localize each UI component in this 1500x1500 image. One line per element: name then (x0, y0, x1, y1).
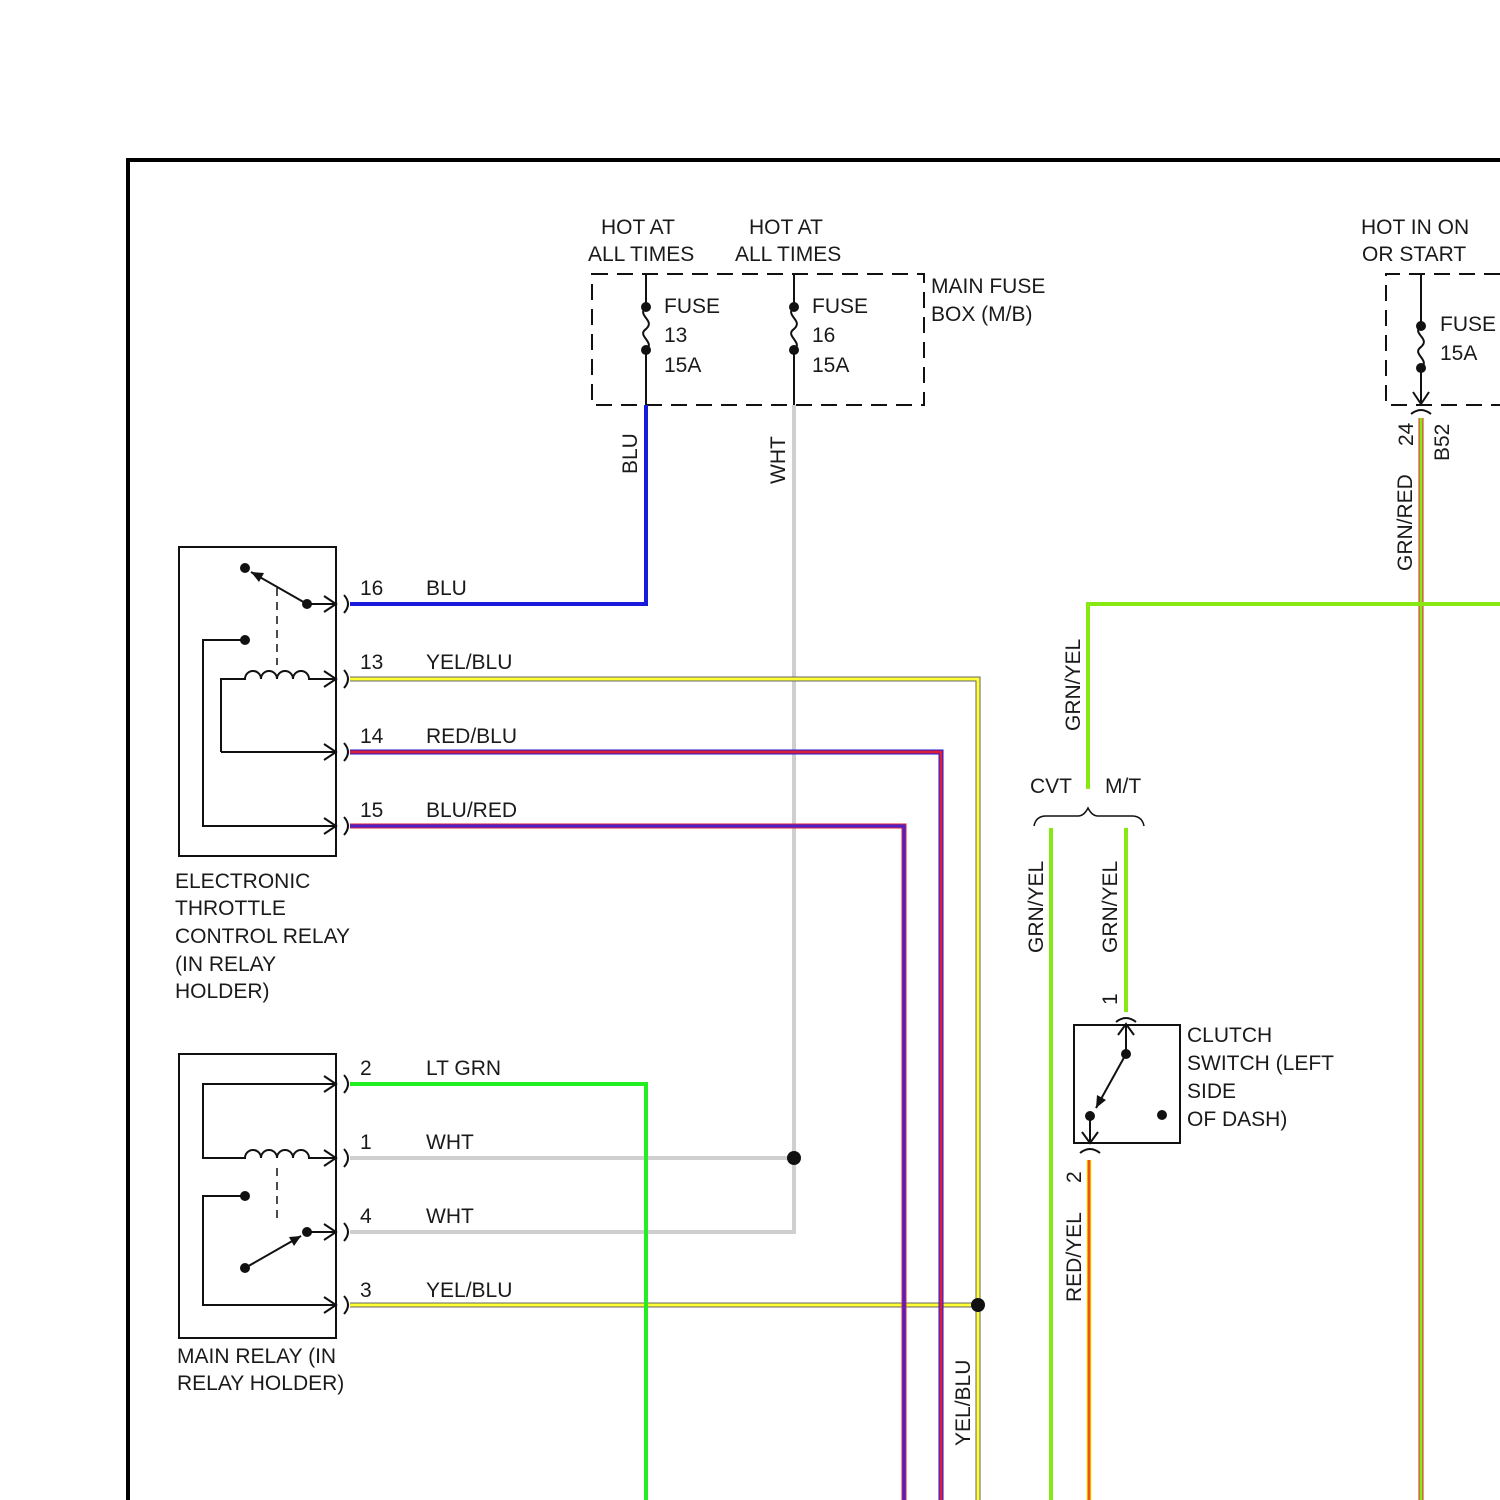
clutch-pin-2: 2 (1063, 1171, 1086, 1183)
clutch-switch-icon (1080, 1018, 1167, 1153)
main-wire-yel-blu: YEL/BLU (426, 1279, 512, 1302)
wire-grn-yel-mt-label: GRN/YEL (1099, 861, 1122, 953)
fuse13-name: FUSE (664, 295, 720, 318)
fuse13-hot-line1: HOT AT (601, 216, 675, 239)
main-fuse-box-label-line2: BOX (M/B) (931, 303, 1033, 326)
wire-grn-red-label: GRN/RED (1394, 474, 1417, 571)
etc-pin-15: 15 (360, 799, 383, 822)
fuse13-number: 13 (664, 324, 687, 347)
clutch-label-line1: CLUTCH (1187, 1024, 1272, 1047)
main-relay-coil-icon (203, 1084, 336, 1158)
fuse16-hot-line2: ALL TIMES (735, 243, 841, 266)
clutch-label-line3: SIDE (1187, 1080, 1236, 1103)
etc-wire-yel-blu: YEL/BLU (426, 651, 512, 674)
cvt-label: CVT (1030, 775, 1072, 798)
main-pin-1: 1 (360, 1131, 372, 1154)
main-relay-label-line1: MAIN RELAY (IN (177, 1345, 336, 1368)
etc-relay-label-line1: ELECTRONIC (175, 870, 310, 893)
ignition-hot-line2: OR START (1362, 243, 1466, 266)
fuse16-name: FUSE (812, 295, 868, 318)
etc-relay-switch-icon (203, 563, 336, 826)
ignition-fuse-symbol-icon (1411, 274, 1431, 414)
etc-pin-16: 16 (360, 577, 383, 600)
wire-blu-red (350, 826, 904, 1500)
wire-grn-yel-cvt-label: GRN/YEL (1025, 861, 1048, 953)
connector-b52: B52 (1431, 424, 1454, 461)
fuse16-hot-line1: HOT AT (749, 216, 823, 239)
etc-relay-label-line4: (IN RELAY (175, 953, 276, 976)
ignition-fuse-box-outline (1386, 274, 1500, 405)
etc-pin-14: 14 (360, 725, 384, 748)
ignition-fuse-rating: 15A (1440, 342, 1477, 365)
etc-relay-label-line3: CONTROL RELAY (175, 925, 350, 948)
main-pin-4: 4 (360, 1205, 372, 1228)
main-wire-wht-1: WHT (426, 1131, 474, 1154)
ignition-hot-line1: HOT IN ON (1361, 216, 1469, 239)
wht-splice-dot (787, 1151, 801, 1165)
clutch-pin-1: 1 (1099, 993, 1122, 1005)
etc-pin-13: 13 (360, 651, 383, 674)
etc-wire-blu: BLU (426, 577, 467, 600)
clutch-label-line4: OF DASH) (1187, 1108, 1287, 1131)
clutch-label-line2: SWITCH (LEFT (1187, 1052, 1334, 1075)
etc-wire-red-blu: RED/BLU (426, 725, 517, 748)
etc-wire-blu-red: BLU/RED (426, 799, 517, 822)
wire-grn-yel-top (1088, 604, 1500, 789)
cvt-mt-brace-icon (1034, 808, 1144, 826)
wire-grn-yel-top-label: GRN/YEL (1062, 639, 1085, 731)
wire-blu (350, 405, 646, 604)
wire-red-yel-label: RED/YEL (1063, 1212, 1086, 1302)
etc-relay-coil-icon (221, 671, 336, 752)
wire-blu-vertical-label: BLU (619, 433, 642, 474)
wire-wht-pin4 (350, 1158, 794, 1232)
wire-wht-pin1 (350, 405, 794, 1158)
main-fuse-box-label-line1: MAIN FUSE (931, 275, 1045, 298)
fuse16-number: 16 (812, 324, 835, 347)
main-pin-2: 2 (360, 1057, 372, 1080)
main-fuse-box-outline (592, 274, 924, 405)
main-relay-switch-icon (203, 1168, 336, 1305)
main-pin-3: 3 (360, 1279, 372, 1302)
main-relay-label-line2: RELAY HOLDER) (177, 1372, 344, 1395)
main-wire-wht-4: WHT (426, 1205, 474, 1228)
ignition-fuse-name: FUSE (1440, 313, 1496, 336)
yel-blu-splice-dot (971, 1298, 985, 1312)
etc-relay-label-line2: THROTTLE (175, 897, 286, 920)
fuse13-rating: 15A (664, 354, 701, 377)
wire-wht-vertical-label: WHT (767, 436, 790, 484)
fuse16-rating: 15A (812, 354, 849, 377)
fuse13-symbol-icon (641, 274, 651, 405)
mt-label: M/T (1105, 775, 1141, 798)
wire-yel-blu-vertical-label: YEL/BLU (952, 1360, 975, 1446)
main-wire-lt-grn: LT GRN (426, 1057, 501, 1080)
fuse13-hot-line2: ALL TIMES (588, 243, 694, 266)
fuse16-symbol-icon (789, 274, 799, 405)
etc-relay-label-line5: HOLDER) (175, 980, 270, 1003)
ignition-pin-24: 24 (1395, 422, 1418, 446)
